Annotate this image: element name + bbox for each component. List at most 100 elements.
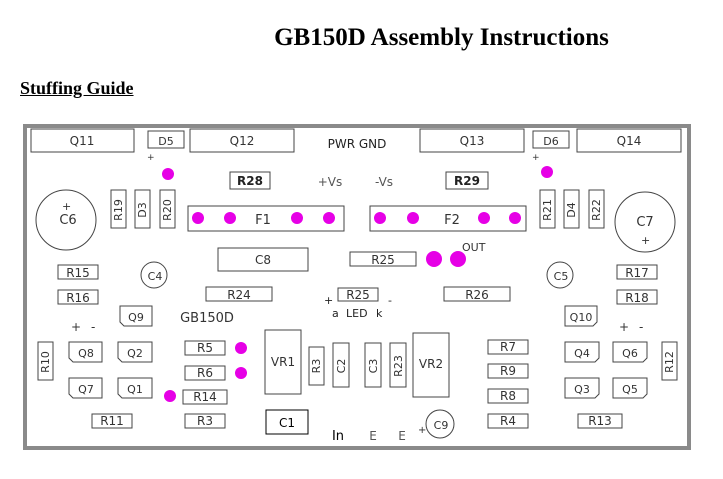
r11-label: R11 (100, 414, 124, 428)
r18-label: R18 (625, 291, 649, 305)
board-outline (23, 124, 691, 450)
r2-body (308, 346, 325, 386)
section-heading: Stuffing Guide (20, 78, 134, 98)
c6-plus: + (62, 200, 71, 213)
r14-label: R14 (193, 390, 217, 404)
r5-label: R5 (197, 341, 213, 355)
r9-body (487, 363, 529, 379)
ground-label-2: E (398, 429, 406, 443)
r29-label: R29 (454, 174, 480, 188)
r7-body (487, 339, 529, 355)
q10-outline (564, 305, 598, 327)
d5-label: D5 (158, 135, 173, 148)
q9-label: Q9 (128, 311, 144, 324)
r2-label: R3 (310, 359, 323, 374)
c2-label: C2 (335, 359, 348, 374)
q4-outline (564, 341, 600, 363)
q2-outline (117, 341, 153, 363)
vr1-label: VR1 (271, 355, 295, 369)
q8-outline (68, 341, 103, 363)
vr2-outline (412, 332, 450, 398)
q8-label: Q8 (78, 347, 94, 360)
r27-label: R25 (371, 253, 395, 267)
q14-outline (576, 128, 682, 153)
q5-label: Q5 (622, 383, 638, 396)
pad-r5 (235, 342, 247, 354)
r14-body (182, 389, 228, 405)
d6-label: D6 (543, 135, 558, 148)
led-cathode: k (376, 307, 383, 320)
q7-outline (68, 377, 103, 399)
r3-body (184, 413, 226, 429)
q5-outline (612, 377, 648, 399)
q13-outline (419, 128, 525, 153)
r6-body (184, 365, 226, 381)
pad-r6 (235, 367, 247, 379)
q8-minus: - (91, 320, 95, 334)
q12-label: Q12 (230, 134, 255, 148)
q14-label: Q14 (617, 134, 642, 148)
d3-body (134, 189, 151, 229)
c3-body (364, 342, 382, 388)
pad-r14 (164, 390, 176, 402)
c5-label: C5 (554, 270, 569, 283)
q6-minus: - (639, 320, 643, 334)
q11-label: Q11 (70, 134, 95, 148)
r8-body (487, 388, 529, 404)
c5-outline (546, 261, 574, 289)
pad-f2-1 (374, 212, 386, 224)
pad-f1-1 (192, 212, 204, 224)
r3-label: R3 (197, 414, 213, 428)
neg-rail-label: -Vs (375, 175, 393, 189)
r6-label: R6 (197, 366, 213, 380)
q9-outline (119, 305, 153, 327)
r9-label: R9 (500, 364, 516, 378)
q3-outline (564, 377, 600, 399)
q7-label: Q7 (78, 383, 94, 396)
pad-f2-4 (509, 212, 521, 224)
r24-body (205, 286, 273, 302)
c7-label: C7 (636, 215, 653, 230)
f2-label: F2 (444, 213, 460, 228)
led-minus: - (388, 294, 392, 307)
r26-body (443, 286, 511, 302)
c6-outline (35, 189, 97, 251)
q12-outline (189, 128, 295, 153)
vr2-label: VR2 (419, 357, 443, 371)
r5-body (184, 340, 226, 356)
r25-label: R25 (346, 288, 370, 302)
led-label: LED (346, 307, 368, 320)
q6-label: Q6 (622, 347, 638, 360)
c8-label: C8 (255, 253, 271, 267)
r28-label: R28 (237, 174, 263, 188)
r23-body (389, 342, 407, 388)
vr1-outline (264, 329, 302, 395)
r17-body (616, 264, 658, 280)
d3-label: D3 (136, 202, 149, 217)
c9-outline (425, 409, 455, 439)
r22-body (588, 189, 605, 229)
q2-label: Q2 (127, 347, 143, 360)
d4-label: D4 (565, 202, 578, 217)
d4-body (563, 189, 580, 229)
r27-body (349, 251, 417, 267)
led-anode: a (332, 307, 339, 320)
f1-outline (187, 205, 345, 232)
r24-label: R24 (227, 288, 251, 302)
r13-body (577, 413, 623, 429)
r20-body (159, 189, 176, 229)
r4-label: R4 (500, 414, 516, 428)
c7-outline (614, 191, 676, 253)
pad-r21 (541, 166, 553, 178)
r13-label: R13 (588, 414, 612, 428)
r15-body (57, 264, 99, 280)
r22-label: R22 (590, 199, 603, 221)
r8-label: R8 (500, 389, 516, 403)
q4-label: Q4 (574, 347, 590, 360)
q10-label: Q10 (570, 311, 593, 324)
r15-label: R15 (66, 266, 90, 280)
c9-plus: + (418, 425, 426, 436)
pad-out-1 (426, 251, 442, 267)
c1-label: C1 (279, 416, 295, 430)
